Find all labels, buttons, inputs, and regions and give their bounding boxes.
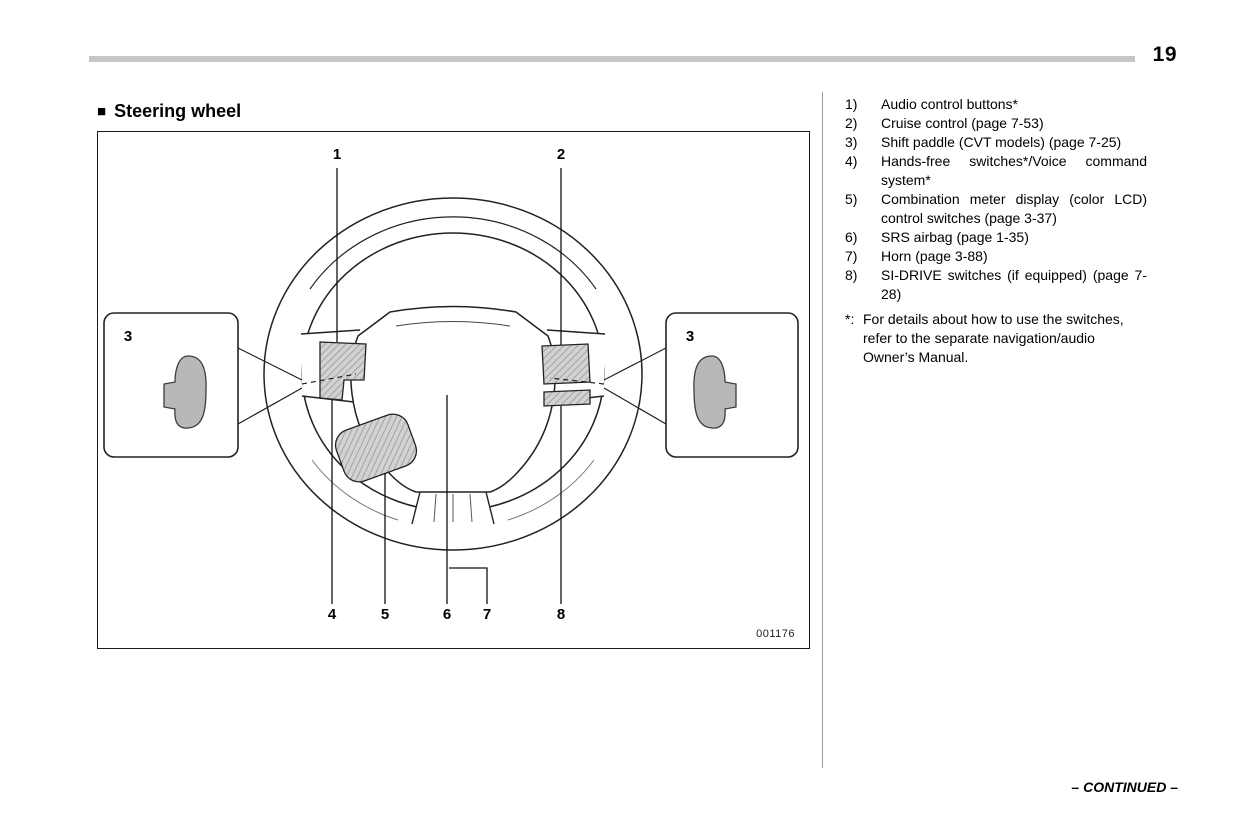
legend-item-text: SI-DRIVE switches (if equipped) (page 7-… — [881, 267, 1147, 302]
left-shift-paddle — [163, 355, 207, 429]
legend-item-text: Cruise control (page 7-53) — [881, 115, 1044, 131]
page-number: 19 — [1152, 43, 1177, 66]
column-divider — [822, 92, 823, 768]
callout-leader-lines — [331, 168, 562, 604]
legend-item-number: 8) — [845, 267, 858, 283]
audio-control-switch-panel — [319, 341, 367, 401]
figure-code: 001176 — [756, 628, 795, 640]
section-title: Steering wheel — [114, 101, 242, 121]
legend-list: 1) Audio control buttons* 2) Cruise cont… — [845, 95, 1147, 367]
footnote: *: For details about how to use the swit… — [845, 310, 1147, 367]
footnote-marker: *: — [845, 311, 855, 327]
si-drive-switch-bar — [543, 389, 591, 407]
section-bullet-icon: ■ — [97, 103, 107, 120]
callout-5: 5 — [380, 606, 390, 623]
legend-item-4: 4) Hands-free switches*/Voice command sy… — [845, 152, 1147, 190]
legend-item-number: 3) — [845, 134, 858, 150]
steering-wheel-drawing — [103, 168, 799, 604]
callout-3-right: 3 — [685, 328, 695, 345]
legend-item-text: Audio control buttons* — [881, 96, 1018, 112]
inset-connector-lines — [237, 347, 667, 425]
legend-item-1: 1) Audio control buttons* — [845, 95, 1147, 114]
legend-item-3: 3) Shift paddle (CVT models) (page 7-25) — [845, 133, 1147, 152]
legend-item-text: Combination meter display (color LCD) co… — [881, 191, 1147, 226]
header-rule — [89, 56, 1135, 62]
callout-4: 4 — [327, 606, 337, 623]
legend-item-number: 7) — [845, 248, 858, 264]
continued-label: – CONTINUED – — [1071, 779, 1178, 795]
legend-item-number: 6) — [845, 229, 858, 245]
steering-wheel-figure: 1 2 3 3 4 5 6 7 8 001176 — [97, 131, 810, 649]
right-paddle-inset — [665, 312, 799, 458]
left-paddle-inset — [103, 312, 239, 458]
legend-item-text: SRS airbag (page 1-35) — [881, 229, 1029, 245]
legend-item-number: 5) — [845, 191, 858, 207]
callout-1: 1 — [332, 146, 342, 163]
cruise-control-switch-panel — [541, 343, 591, 385]
legend-item-2: 2) Cruise control (page 7-53) — [845, 114, 1147, 133]
callout-7: 7 — [482, 606, 492, 623]
callout-3-left: 3 — [123, 328, 133, 345]
legend-item-text: Shift paddle (CVT models) (page 7-25) — [881, 134, 1122, 150]
right-shift-paddle — [693, 355, 737, 429]
callout-8: 8 — [556, 606, 566, 623]
section-heading: ■ Steering wheel — [97, 101, 241, 122]
callout-2: 2 — [556, 146, 566, 163]
legend-item-6: 6) SRS airbag (page 1-35) — [845, 228, 1147, 247]
legend-item-7: 7) Horn (page 3-88) — [845, 247, 1147, 266]
legend-item-8: 8) SI-DRIVE switches (if equipped) (page… — [845, 266, 1147, 304]
legend-item-text: Horn (page 3-88) — [881, 248, 988, 264]
footnote-text: For details about how to use the switche… — [863, 311, 1124, 365]
legend-item-5: 5) Combination meter display (color LCD)… — [845, 190, 1147, 228]
legend-item-number: 4) — [845, 153, 858, 169]
callout-6: 6 — [442, 606, 452, 623]
bottom-spoke — [411, 491, 495, 525]
legend-item-text: Hands-free switches*/Voice command syste… — [881, 153, 1147, 188]
legend-item-number: 2) — [845, 115, 858, 131]
legend-item-number: 1) — [845, 96, 858, 112]
